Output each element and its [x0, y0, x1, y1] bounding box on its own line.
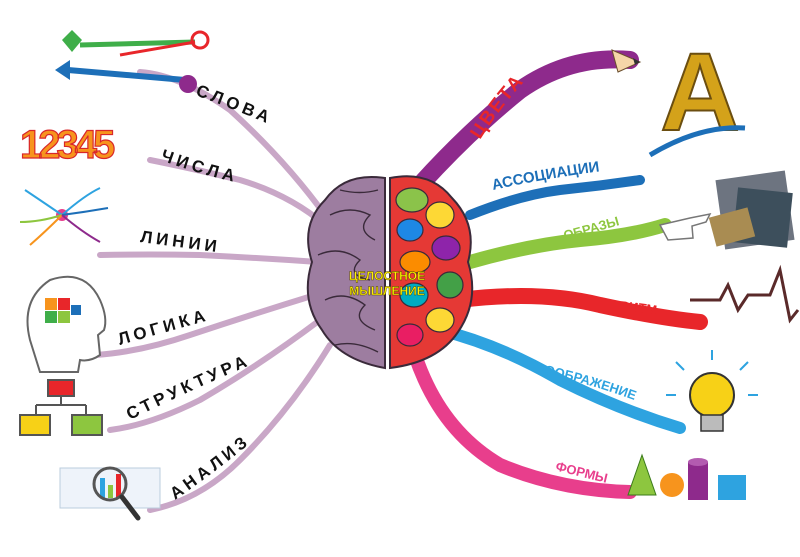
brain: ЦЕЛОСТНОЕ МЫШЛЕНИЕ — [306, 175, 474, 370]
branch-logika — [92, 292, 318, 358]
brain-left-hemisphere — [306, 176, 386, 370]
branch-assoc — [465, 175, 645, 220]
pencil-icon — [611, 49, 642, 73]
lightbulb-icon — [666, 350, 758, 432]
label-chisla: ЧИСЛА — [159, 146, 241, 187]
branch-chisla — [147, 157, 328, 228]
branch-analiz — [147, 342, 333, 513]
shapes-icon — [627, 453, 746, 500]
numbers-icon: 12345 — [19, 122, 119, 167]
keys-icon — [55, 30, 210, 93]
brain-left-folds — [317, 189, 379, 353]
letter-a-icon-text: A — [660, 31, 739, 154]
label-slova: СЛОВА — [194, 81, 276, 128]
branch-obrazy — [463, 218, 672, 269]
letter-a-icon: A — [648, 30, 746, 158]
right-labels: ЦВЕТА АССОЦИАЦИИ ОБРАЗЫ РИТМ ВООБРАЖЕНИЕ… — [467, 70, 658, 486]
magnifier-chart-icon — [59, 466, 161, 521]
photos-icon — [658, 170, 795, 250]
label-struktura: СТРУКТУРА — [123, 351, 253, 424]
head-puzzle-icon — [26, 275, 107, 373]
left-branches — [92, 69, 333, 513]
label-analiz: АНАЛИЗ — [166, 431, 254, 504]
branch-formy — [408, 348, 637, 499]
label-ritm: РИТМ — [619, 298, 657, 318]
branch-voob — [434, 324, 686, 434]
numbers-icon-text: 12345 — [20, 123, 115, 167]
lines-icon — [19, 187, 109, 246]
right-branches — [408, 50, 708, 499]
center-title-line1: ЦЕЛОСТНОЕ — [349, 269, 425, 283]
structure-blocks-icon — [19, 379, 103, 436]
branch-linii — [97, 251, 321, 265]
pulse-icon — [690, 264, 800, 324]
left-labels: СЛОВА ЧИСЛА ЛИНИИ ЛОГИКА СТРУКТУРА АНАЛИ… — [116, 81, 276, 504]
label-cveta: ЦВЕТА — [467, 70, 529, 143]
branch-cveta — [411, 50, 639, 194]
branch-struktura — [107, 317, 323, 433]
center-title-line2: МЫШЛЕНИЕ — [349, 284, 425, 298]
brain-right-colored-lobes — [395, 187, 464, 347]
branch-ritm — [452, 288, 708, 330]
